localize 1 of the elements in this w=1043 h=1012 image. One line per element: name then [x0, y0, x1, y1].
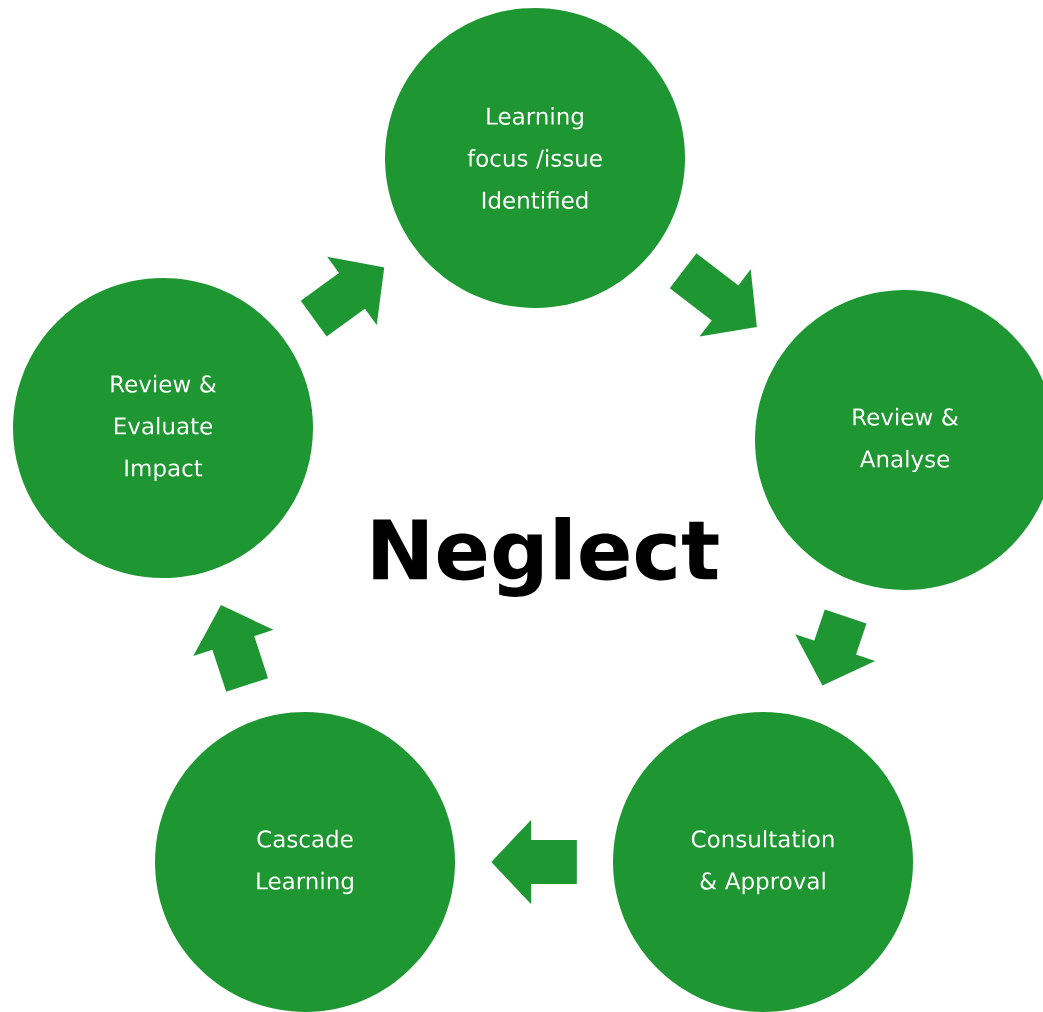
center-title: Neglect	[373, 517, 719, 597]
